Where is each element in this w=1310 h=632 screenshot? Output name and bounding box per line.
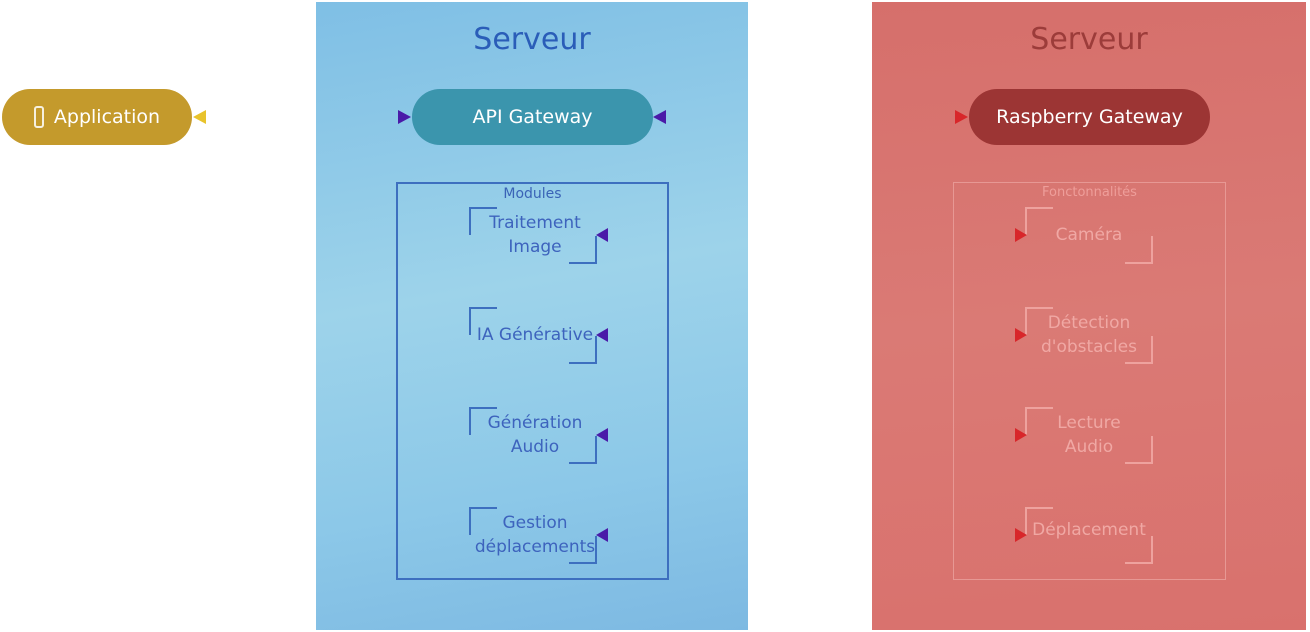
module-label-line1: Gestion — [502, 513, 568, 533]
module-gestion-deplacements: Gestion déplacements — [462, 511, 608, 559]
feature-label-line1: Caméra — [1055, 225, 1123, 245]
feature-lecture-audio: Lecture Audio — [1020, 411, 1158, 459]
feature-label-line1: Lecture — [1057, 413, 1121, 433]
link-app-api — [193, 110, 411, 124]
feature-bracket-bottom — [1125, 236, 1153, 264]
application-label: Application — [53, 106, 161, 128]
raspberry-gateway-node: Raspberry Gateway — [969, 89, 1210, 145]
modules-group: Modules — [396, 182, 669, 580]
feature-bracket-top — [1025, 507, 1053, 535]
module-label-line2: Audio — [510, 437, 560, 457]
phone-icon — [33, 106, 44, 128]
application-node: Application — [2, 89, 192, 145]
link-ia-detection — [596, 328, 1027, 342]
module-label-line1: Génération — [487, 413, 583, 433]
module-bracket-top — [469, 207, 497, 235]
feature-deplacement: Déplacement — [1020, 518, 1158, 542]
features-group-title: Fonctonnalités — [1042, 185, 1137, 200]
module-bracket-top — [469, 307, 497, 335]
feature-label-line1: Détection — [1047, 313, 1131, 333]
module-generation-audio: Génération Audio — [462, 411, 608, 459]
link-traitement-camera — [596, 228, 1027, 242]
module-label-line2: déplacements — [474, 537, 596, 557]
feature-label-line1: Déplacement — [1032, 520, 1146, 540]
feature-bracket-bottom — [1125, 536, 1153, 564]
module-label-line1: Traitement — [489, 213, 581, 233]
module-label-line2: Image — [508, 237, 562, 257]
feature-label-line2: d'obstacles — [1041, 337, 1137, 357]
module-traitement-image: Traitement Image — [462, 211, 608, 259]
modules-group-title: Modules — [503, 186, 562, 202]
feature-bracket-bottom — [1125, 336, 1153, 364]
module-bracket-bottom — [569, 336, 597, 364]
raspberry-gateway-label: Raspberry Gateway — [996, 106, 1183, 128]
link-api-raspberry — [653, 110, 968, 124]
feature-label-line2: Audio — [1064, 437, 1114, 457]
feature-bracket-top — [1025, 407, 1053, 435]
feature-bracket-top — [1025, 307, 1053, 335]
module-label-line1: IA Générative — [476, 325, 594, 345]
module-bracket-top — [469, 507, 497, 535]
features-group: Fonctonnalités — [953, 182, 1226, 580]
api-gateway-label: API Gateway — [472, 106, 593, 128]
server-panel-right-title: Serveur — [1030, 22, 1148, 57]
module-bracket-bottom — [569, 536, 597, 564]
module-bracket-bottom — [569, 236, 597, 264]
link-gestion-deplacement — [596, 528, 1027, 542]
feature-bracket-top — [1025, 207, 1053, 235]
module-ia-generative: IA Générative — [462, 323, 608, 347]
link-generation-lecture — [596, 428, 1027, 442]
api-gateway-node: API Gateway — [412, 89, 653, 145]
feature-camera: Caméra — [1020, 223, 1158, 247]
feature-detection-obstacles: Détection d'obstacles — [1020, 311, 1158, 359]
module-bracket-bottom — [569, 436, 597, 464]
module-bracket-top — [469, 407, 497, 435]
server-panel-left-title: Serveur — [473, 22, 591, 57]
feature-bracket-bottom — [1125, 436, 1153, 464]
